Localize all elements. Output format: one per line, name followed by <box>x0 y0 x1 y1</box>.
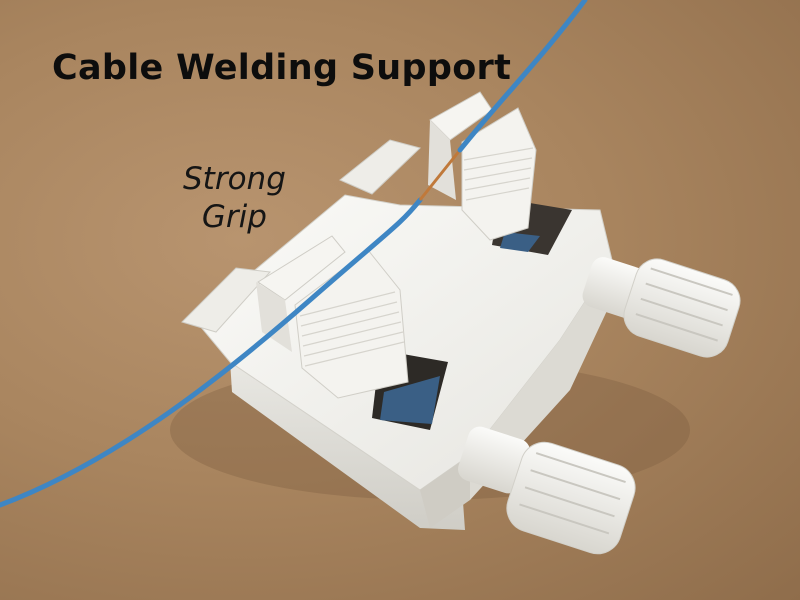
left-end-tabs <box>181 139 421 333</box>
knob-front <box>458 426 636 555</box>
knob-rear <box>582 257 741 358</box>
caption-line-2: Grip <box>201 199 267 235</box>
strong-grip-caption: Strong Grip <box>183 160 286 236</box>
photo-title: Cable Welding Support <box>52 48 512 88</box>
cable <box>0 0 588 508</box>
caption-line-1: Strong <box>183 161 286 197</box>
